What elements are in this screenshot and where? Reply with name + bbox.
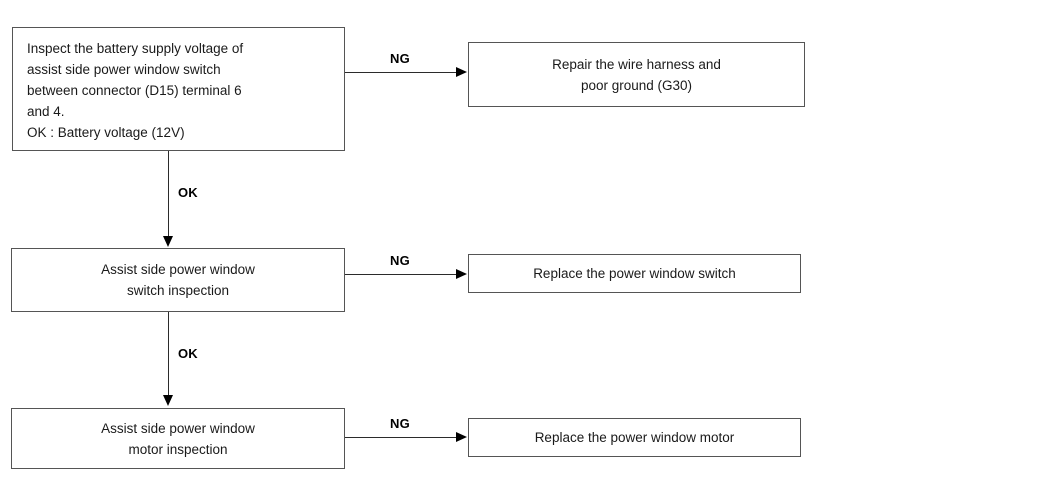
ok-arrow-head-1 [163, 236, 173, 247]
ng-label-2: NG [390, 253, 410, 268]
ok-arrow-head-2 [163, 395, 173, 406]
ng-label-3: NG [390, 416, 410, 431]
flowchart-step-text-1: Inspect the battery supply voltage of as… [27, 41, 244, 140]
ng-connector-line-2 [345, 274, 458, 275]
flowchart-step-text-3: Assist side power window motor inspectio… [101, 420, 255, 457]
ok-label-1: OK [178, 185, 198, 200]
ok-connector-line-2 [168, 312, 169, 396]
ng-connector-line-1 [345, 72, 458, 73]
ok-connector-line-1 [168, 151, 169, 237]
flowchart-result-box-3: Replace the power window motor [468, 418, 801, 457]
flowchart-step-text-2: Assist side power window switch inspecti… [101, 262, 255, 298]
ng-arrow-head-2 [456, 269, 467, 279]
flowchart-step-box-2: Assist side power window switch inspecti… [11, 248, 345, 312]
flowchart-result-box-2: Replace the power window switch [468, 254, 801, 293]
ng-arrow-head-1 [456, 67, 467, 77]
flowchart-result-box-1: Repair the wire harness and poor ground … [468, 42, 805, 107]
flowchart-step-box-3: Assist side power window motor inspectio… [11, 408, 345, 469]
ng-label-1: NG [390, 51, 410, 66]
ng-connector-line-3 [345, 437, 458, 438]
flowchart-result-text-3: Replace the power window motor [534, 430, 735, 445]
flowchart-result-text-2: Replace the power window switch [533, 266, 736, 281]
flowchart-result-text-1: Repair the wire harness and poor ground … [552, 56, 721, 93]
ng-arrow-head-3 [456, 432, 467, 442]
flowchart-step-box-1: Inspect the battery supply voltage of as… [12, 27, 345, 151]
ok-label-2: OK [178, 346, 198, 361]
